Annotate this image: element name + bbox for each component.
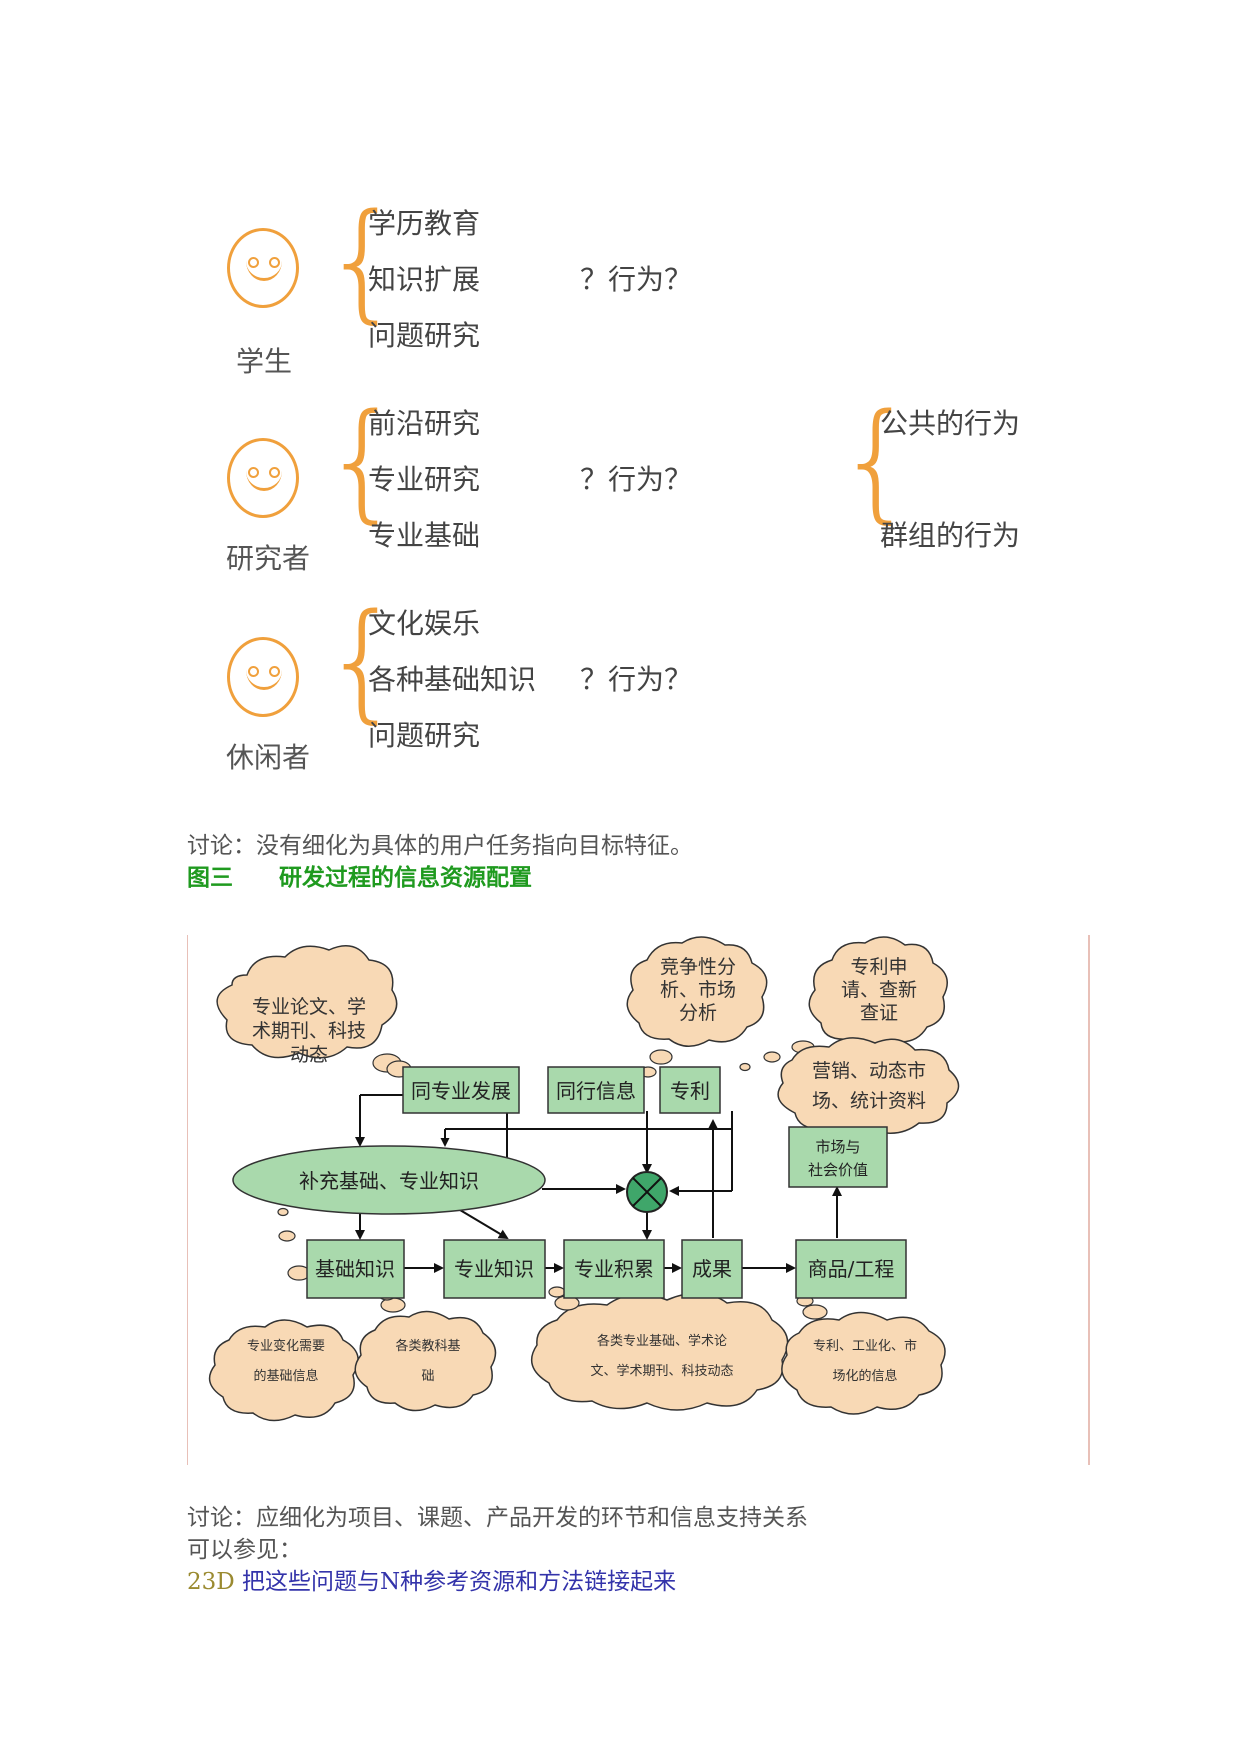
- see-also: 可以参见：: [187, 1537, 302, 1563]
- supplement-ellipse: 补充基础、专业知识: [232, 1145, 546, 1215]
- box-result: 成果: [681, 1239, 743, 1299]
- cloud-textbook-line-1: 各类教科基: [395, 1338, 460, 1354]
- supplement-ellipse-label: 补充基础、专业知识: [299, 1169, 479, 1193]
- role-label-leisure: 休闲者: [226, 741, 311, 774]
- group-brace-student: {: [322, 187, 404, 336]
- right-item-public: 公共的行为: [880, 407, 1021, 440]
- box-market-value-line-2: 社会价值: [808, 1161, 868, 1179]
- role-label-student: 学生: [236, 345, 293, 378]
- cloud-professional-line-2: 文、学术期刊、科技动态: [590, 1363, 733, 1379]
- student-item-1: 学历教育: [368, 207, 481, 240]
- cloud-professional-line-1: 各类专业基础、学术论: [597, 1333, 727, 1349]
- group-brace-researcher: {: [322, 387, 404, 536]
- right-item-group: 群组的行为: [880, 519, 1021, 552]
- cloud-textbook-line-2: 础: [421, 1369, 434, 1384]
- reference-link-text: 把这些问题与N种参考资源和方法链接起来: [242, 1569, 677, 1595]
- cloud-industrialization-tail: [796, 1295, 828, 1320]
- right-brace: {: [836, 387, 918, 536]
- box-basic-knowledge: 基础知识: [306, 1239, 405, 1299]
- cloud-basic-change: 专业变化需要 的基础信息: [208, 1319, 359, 1422]
- box-product-label: 商品/工程: [808, 1257, 895, 1281]
- researcher-item-2: 专业研究: [368, 463, 481, 496]
- cloud-marketing-line-2: 场、统计资料: [812, 1090, 926, 1112]
- researcher-behavior: ？行为？: [580, 463, 693, 496]
- cloud-patent-line-3: 查证: [860, 1002, 898, 1024]
- discussion-2: 讨论：应细化为项目、课题、产品开发的环节和信息支持关系: [187, 1505, 808, 1531]
- cloud-marketing: 营销、动态市 场、统计资料: [777, 1037, 960, 1137]
- reference-link[interactable]: 23D 把这些问题与N种参考资源和方法链接起来: [187, 1562, 676, 1596]
- cloud-basic-change-line-1: 专业变化需要: [247, 1338, 325, 1354]
- box-major-knowledge: 专业知识: [443, 1239, 546, 1299]
- box-basic-knowledge-label: 基础知识: [315, 1257, 395, 1281]
- box-major-knowledge-label: 专业知识: [454, 1257, 534, 1281]
- box-accumulation: 专业积累: [563, 1239, 665, 1299]
- student-item-3: 问题研究: [368, 319, 481, 352]
- box-result-label: 成果: [692, 1257, 732, 1281]
- cloud-patent-line-1: 专利申: [850, 956, 907, 978]
- student-behavior: ？行为？: [580, 263, 693, 296]
- cloud-patent: 专利申 请、查新 查证: [808, 936, 948, 1047]
- box-peer-info-label: 同行信息: [556, 1079, 636, 1103]
- cloud-marketing-line-1: 营销、动态市: [812, 1060, 926, 1082]
- box-patent: 专利: [659, 1066, 721, 1114]
- leisure-smiley-icon: [227, 637, 299, 717]
- cloud-industrialization-line-1: 专利、工业化、市: [813, 1338, 917, 1354]
- student-item-2: 知识扩展: [368, 263, 481, 296]
- box-peer-development-label: 同专业发展: [411, 1079, 511, 1103]
- box-market-value-line-1: 市场与: [815, 1138, 860, 1156]
- box-market-value: 市场与 社会价值: [788, 1126, 888, 1188]
- reference-link-code: 23D: [187, 1569, 235, 1595]
- researcher-smiley-icon: [227, 438, 299, 518]
- cloud-competition-line-2: 析、市场: [660, 979, 736, 1001]
- leisure-item-1: 文化娱乐: [368, 607, 481, 640]
- cloud-papers: 专业论文、学 术期刊、科技 动态: [216, 945, 398, 1066]
- merge-node-icon: [626, 1171, 668, 1213]
- box-product: 商品/工程: [795, 1239, 907, 1299]
- group-brace-leisure: {: [322, 587, 404, 736]
- box-patent-label: 专利: [670, 1079, 710, 1103]
- cloud-textbook: 各类教科基 础: [354, 1310, 497, 1412]
- rd-process-diagram: 专业论文、学 术期刊、科技 动态 竞争性分 析、市场 分析 专利申 请、查新 查…: [187, 935, 1090, 1465]
- cloud-basic-change-tail: [277, 1207, 311, 1281]
- cloud-papers-line-2: 术期刊、科技: [252, 1020, 366, 1042]
- cloud-professional: 各类专业基础、学术论 文、学术期刊、科技动态: [530, 1292, 789, 1411]
- cloud-competition: 竞争性分 析、市场 分析: [626, 936, 768, 1047]
- connectors: [355, 1094, 842, 1273]
- cloud-competition-line-1: 竞争性分: [660, 956, 736, 978]
- student-smiley-icon: [227, 228, 299, 308]
- box-peer-development: 同专业发展: [402, 1066, 520, 1114]
- figure-title: 图三 研发过程的信息资源配置: [187, 864, 532, 891]
- researcher-item-1: 前沿研究: [368, 407, 481, 440]
- leisure-behavior: ？行为？: [580, 663, 693, 696]
- cloud-industrialization: 专利、工业化、市 场化的信息: [781, 1311, 946, 1415]
- researcher-item-3: 专业基础: [368, 519, 481, 552]
- cloud-papers-line-3: 动态: [290, 1044, 328, 1066]
- cloud-competition-line-3: 分析: [679, 1002, 717, 1024]
- cloud-industrialization-line-2: 场化的信息: [832, 1368, 897, 1384]
- discussion-1: 讨论：没有细化为具体的用户任务指向目标特征。: [187, 833, 693, 859]
- box-peer-info: 同行信息: [547, 1066, 645, 1114]
- role-label-researcher: 研究者: [226, 542, 311, 575]
- box-accumulation-label: 专业积累: [574, 1257, 654, 1281]
- leisure-item-2: 各种基础知识: [368, 663, 537, 696]
- cloud-papers-line-1: 专业论文、学: [252, 996, 366, 1018]
- cloud-patent-line-2: 请、查新: [841, 979, 917, 1001]
- leisure-item-3: 问题研究: [368, 719, 481, 752]
- cloud-basic-change-line-2: 的基础信息: [253, 1368, 318, 1384]
